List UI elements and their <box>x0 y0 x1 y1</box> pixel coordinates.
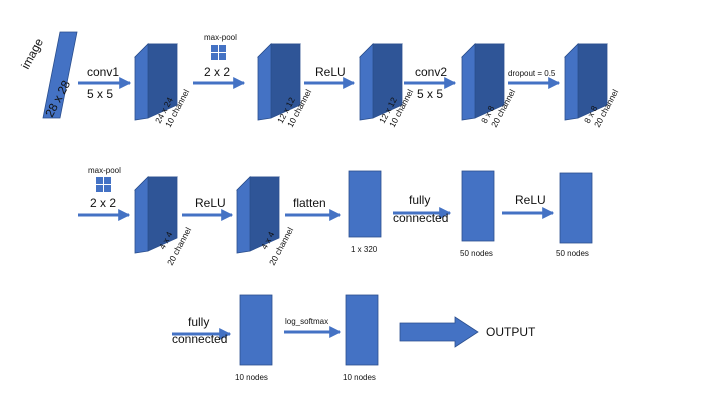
maxpool-2-label: max-pool <box>88 166 121 175</box>
dropout-label: dropout = 0.5 <box>508 69 556 78</box>
vector-flatten-label: 1 x 320 <box>351 245 378 254</box>
vector-relu-3 <box>559 172 593 244</box>
flatten-label: flatten <box>293 196 326 210</box>
conv1-kernel: 5 x 5 <box>87 87 113 101</box>
feature-block-6 <box>134 176 178 254</box>
feature-block-5 <box>564 43 608 121</box>
output-arrow <box>399 316 479 348</box>
conv2-kernel: 5 x 5 <box>417 87 443 101</box>
vector-flatten <box>348 170 382 238</box>
output-label: OUTPUT <box>486 325 536 339</box>
input-image-shape <box>42 31 78 119</box>
conv2-label: conv2 <box>415 65 447 79</box>
relu-2-label: ReLU <box>195 196 226 210</box>
relu-3-label: ReLU <box>515 193 546 207</box>
feature-block-4 <box>461 43 505 121</box>
feature-block-3 <box>359 43 403 121</box>
fc-2-line2: connected <box>172 332 227 346</box>
maxpool-2-kernel: 2 x 2 <box>90 196 116 210</box>
vector-fc-2 <box>239 294 273 366</box>
log-softmax-label: log_softmax <box>285 317 328 326</box>
vector-relu-3-label: 50 nodes <box>556 249 589 258</box>
fc-1-line1: fully <box>409 193 430 207</box>
maxpool-1-kernel: 2 x 2 <box>204 65 230 79</box>
maxpool-2-grid-icon <box>96 177 111 192</box>
vector-fc-1 <box>461 170 495 242</box>
feature-block-2 <box>257 43 301 121</box>
input-image-label: image <box>18 36 46 72</box>
feature-block-1 <box>134 43 178 121</box>
relu-1-label: ReLU <box>315 65 346 79</box>
fc-1-line2: connected <box>393 211 448 225</box>
feature-block-7 <box>236 176 280 254</box>
maxpool-1-grid-icon <box>211 45 226 60</box>
conv1-label: conv1 <box>87 65 119 79</box>
vector-fc-2-label: 10 nodes <box>235 373 268 382</box>
vector-log-softmax-label: 10 nodes <box>343 373 376 382</box>
vector-log-softmax <box>345 294 379 366</box>
fc-2-line1: fully <box>188 315 209 329</box>
maxpool-1-label: max-pool <box>204 33 237 42</box>
vector-fc-1-label: 50 nodes <box>460 249 493 258</box>
